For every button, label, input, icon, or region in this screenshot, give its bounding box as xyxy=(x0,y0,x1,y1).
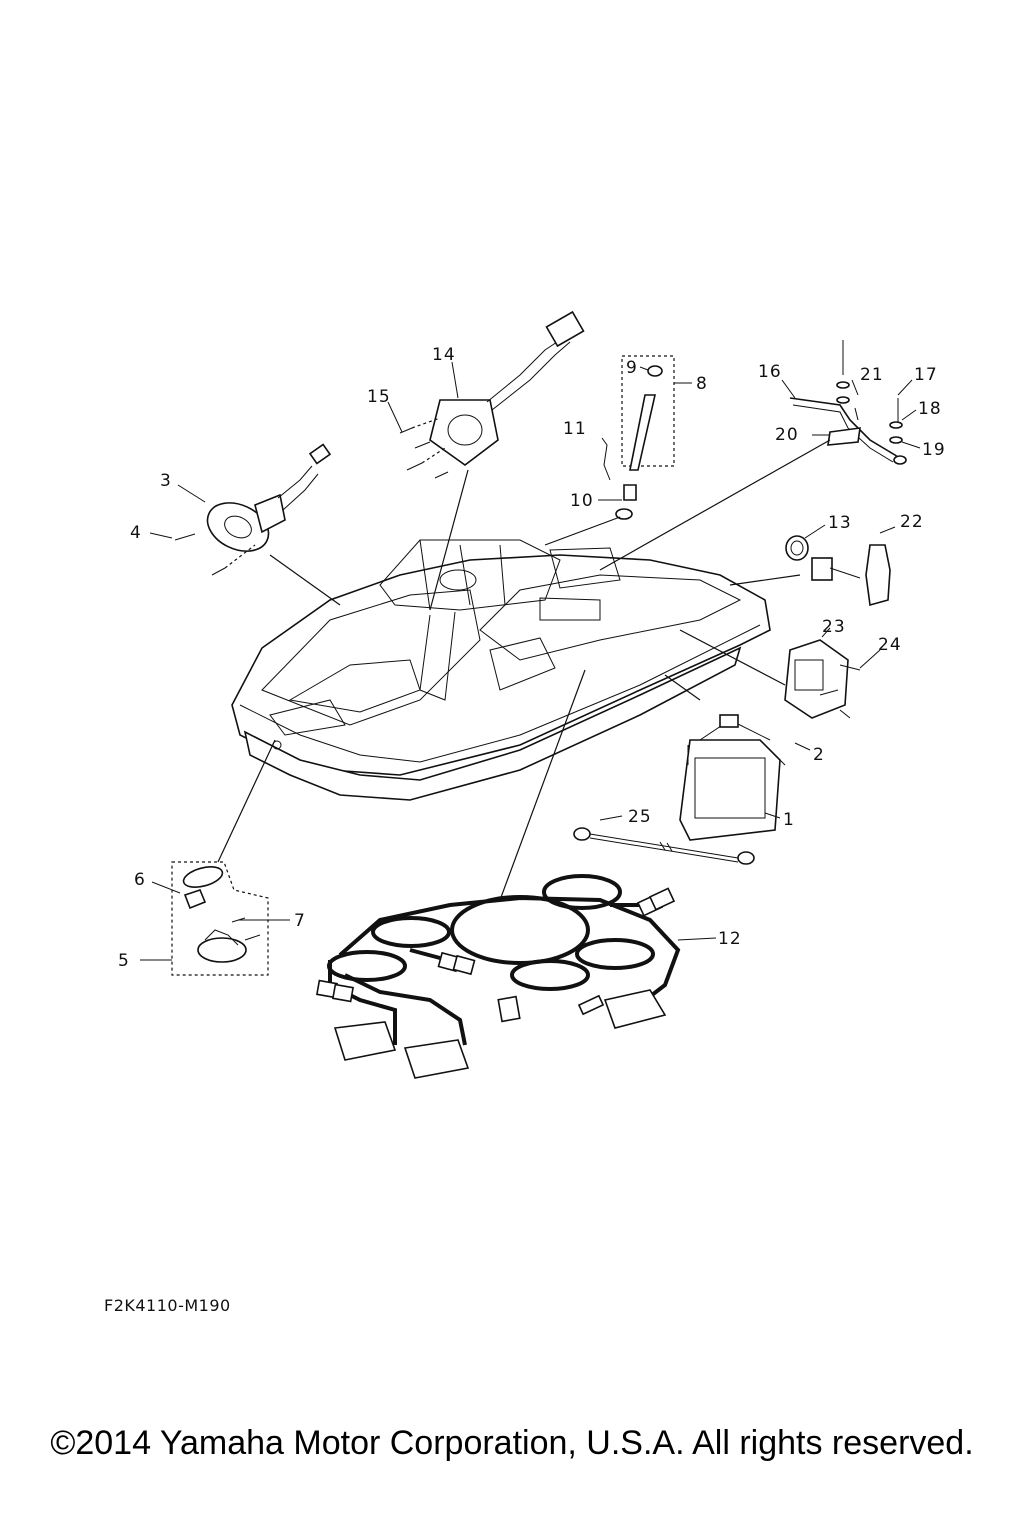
callout-19: 19 xyxy=(922,440,946,460)
callout-4: 4 xyxy=(130,523,142,543)
callout-18: 18 xyxy=(918,399,942,419)
part-8-11-group xyxy=(544,355,675,546)
callout-5: 5 xyxy=(118,951,130,971)
callout-15: 15 xyxy=(367,387,391,407)
callout-13: 13 xyxy=(828,513,852,533)
callout-25: 25 xyxy=(628,807,652,827)
part-16-21-group xyxy=(599,340,907,571)
part-1-2-group xyxy=(664,674,786,841)
callout-21: 21 xyxy=(860,365,884,385)
callout-22: 22 xyxy=(900,512,924,532)
callout-7: 7 xyxy=(294,911,306,931)
callout-12: 12 xyxy=(718,929,742,949)
callout-16: 16 xyxy=(758,362,782,382)
callout-17: 17 xyxy=(914,365,938,385)
callout-23: 23 xyxy=(822,617,846,637)
callout-3: 3 xyxy=(160,471,172,491)
part-3-4-group xyxy=(174,443,341,606)
part-12-harness xyxy=(315,669,681,1079)
part-25-cable xyxy=(573,827,755,865)
callout-2: 2 xyxy=(813,745,825,765)
drawing-code: F2K4110-M190 xyxy=(104,1296,231,1315)
callout-24: 24 xyxy=(878,635,902,655)
callout-6: 6 xyxy=(134,870,146,890)
part-23-24-group xyxy=(679,629,861,719)
callout-1: 1 xyxy=(783,810,795,830)
callout-11: 11 xyxy=(563,419,587,439)
callout-10: 10 xyxy=(570,491,594,511)
callout-labels: 1 2 3 4 5 6 7 8 9 10 11 12 13 14 15 16 1… xyxy=(118,345,946,971)
copyright-notice: ©2014 Yamaha Motor Corporation, U.S.A. A… xyxy=(50,1424,974,1462)
callout-9: 9 xyxy=(626,358,638,378)
callout-8: 8 xyxy=(696,374,708,394)
callout-20: 20 xyxy=(775,425,799,445)
connector-group xyxy=(315,887,676,1079)
callout-14: 14 xyxy=(432,345,456,365)
part-13-22-group xyxy=(729,535,891,607)
part-5-7-group xyxy=(171,739,276,976)
part-14-15-group xyxy=(399,310,585,611)
boat-hull xyxy=(231,539,771,801)
